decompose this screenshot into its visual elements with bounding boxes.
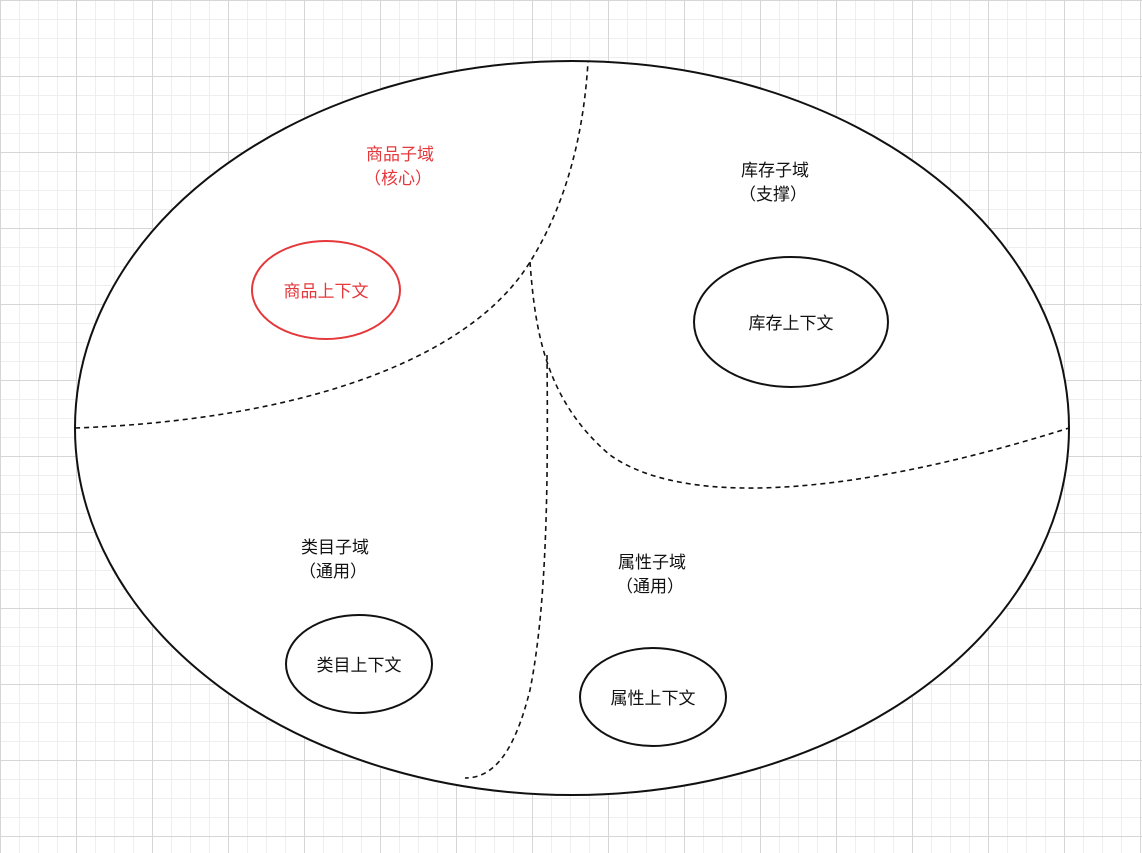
domain-attribute-kind: （通用） <box>616 577 684 597</box>
domain-inventory: 库存子域 （支撑） 库存上下文 <box>693 161 889 388</box>
boundary-product-category <box>74 61 589 429</box>
domain-category: 类目子域 （通用） 类目上下文 <box>285 538 433 714</box>
boundary-inventory <box>529 261 1070 489</box>
context-inventory-label: 库存上下文 <box>749 314 834 334</box>
domain-product-title: 商品子域 <box>366 145 434 165</box>
domain-product: 商品子域 （核心） 商品上下文 <box>251 145 434 340</box>
context-product-label: 商品上下文 <box>284 282 369 302</box>
domain-product-kind: （核心） <box>364 169 432 189</box>
domain-attribute: 属性子域 （通用） 属性上下文 <box>579 553 727 747</box>
domain-category-kind: （通用） <box>299 562 367 582</box>
context-category-ellipse[interactable] <box>285 614 433 714</box>
system-boundary-ellipse <box>74 60 1070 796</box>
context-product-ellipse[interactable] <box>251 240 401 340</box>
context-inventory-ellipse[interactable] <box>693 256 889 388</box>
boundary-category-attribute <box>464 354 549 779</box>
domain-inventory-kind: （支撑） <box>739 185 807 205</box>
context-attribute-label: 属性上下文 <box>611 689 696 709</box>
domain-attribute-title: 属性子域 <box>618 553 686 573</box>
context-category-label: 类目上下文 <box>317 656 402 676</box>
domain-inventory-title: 库存子域 <box>741 161 809 181</box>
domain-category-title: 类目子域 <box>301 538 369 558</box>
context-attribute-ellipse[interactable] <box>579 647 727 747</box>
